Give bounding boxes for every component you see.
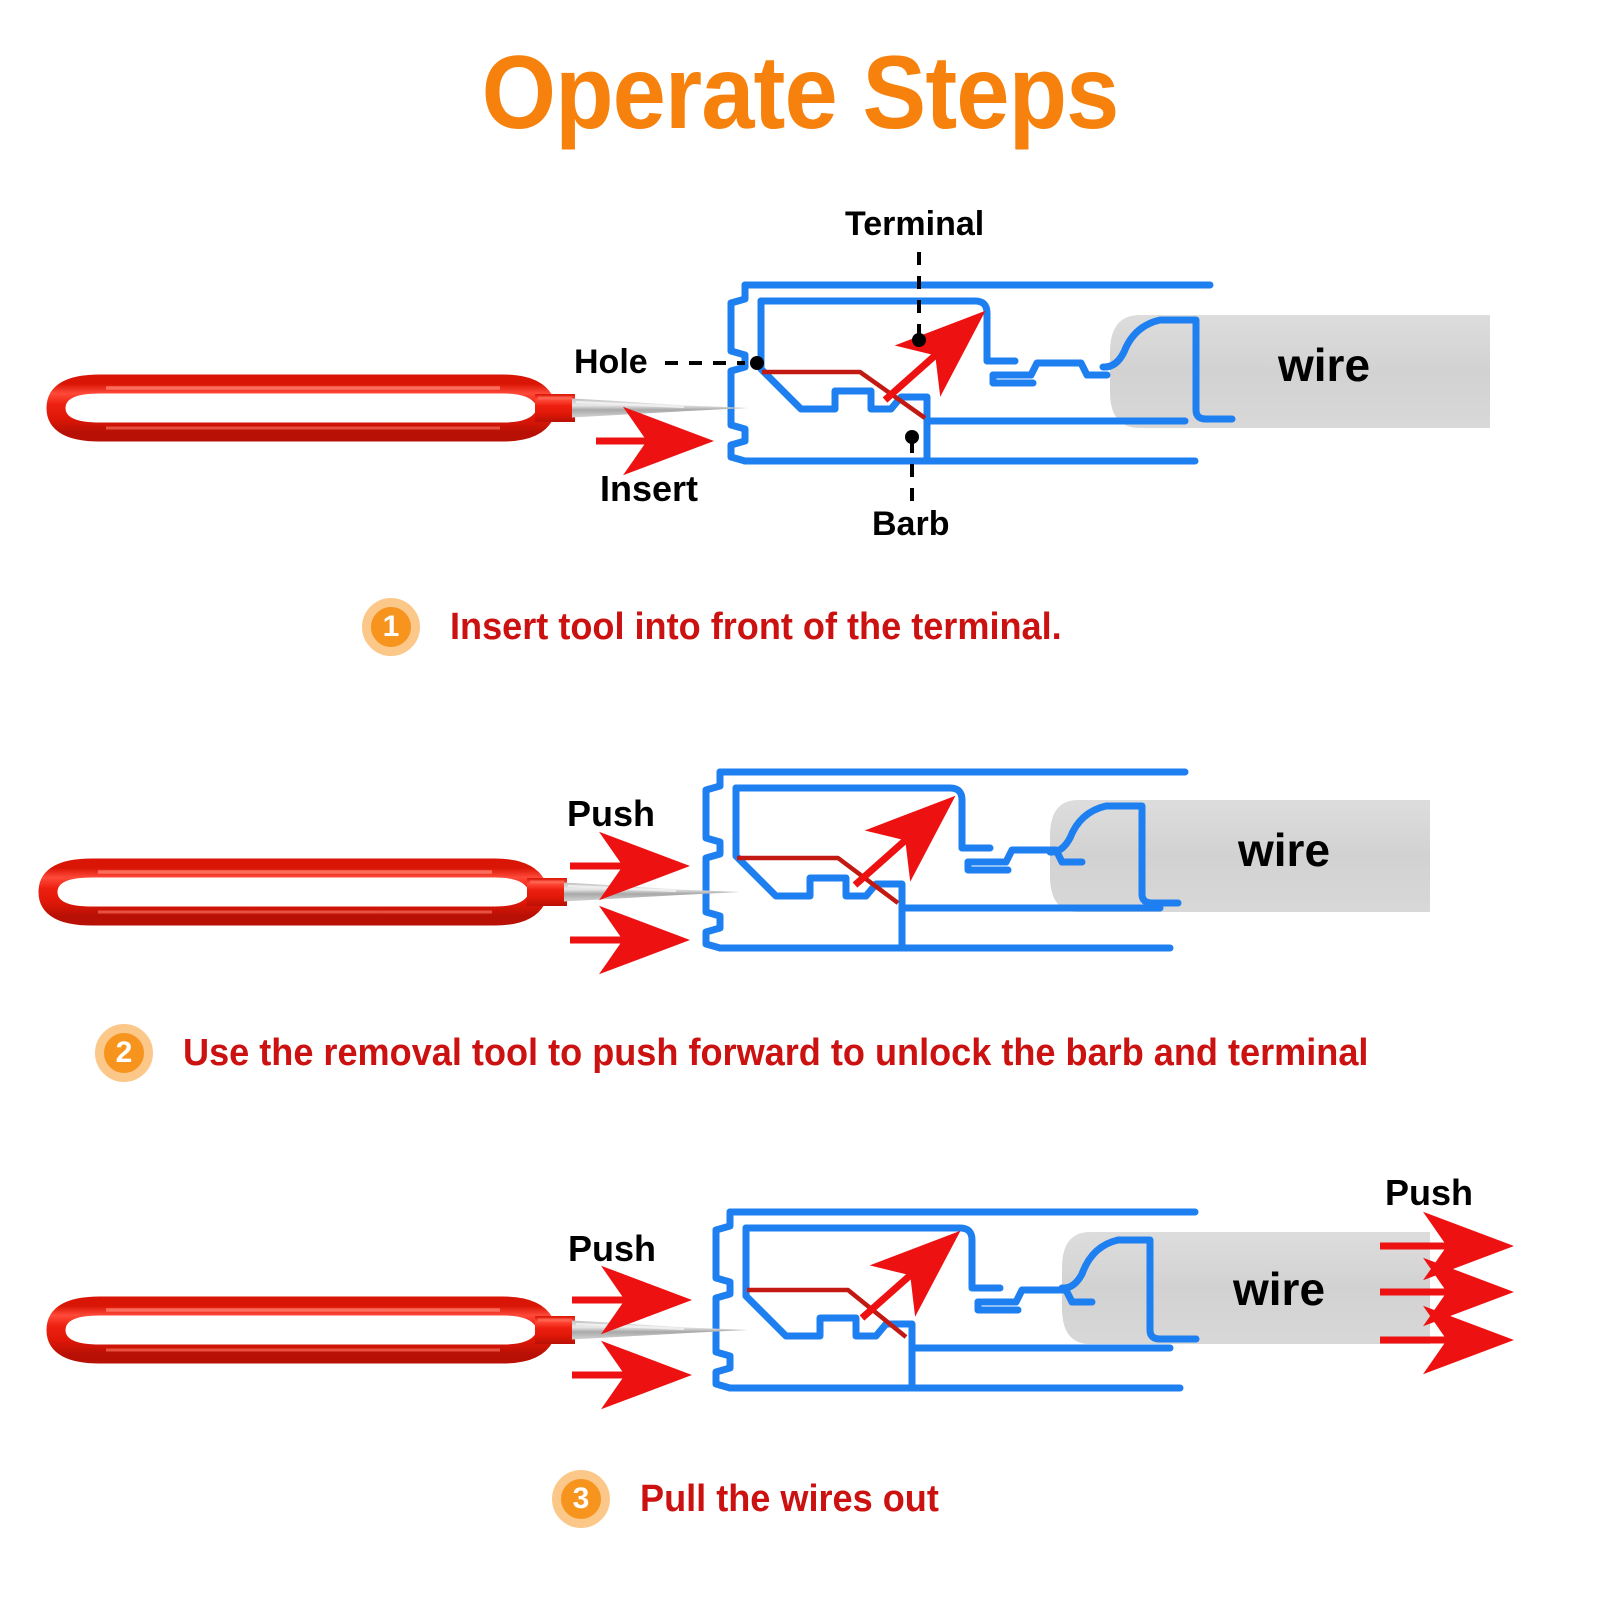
step-badge-1: 1 — [362, 598, 420, 656]
latch-line-3 — [747, 1287, 908, 1339]
hole-leader-dot — [750, 356, 764, 370]
wire-label-3: wire — [1233, 1263, 1326, 1315]
unlock-arrow-3 — [859, 1230, 961, 1321]
step-1-illustration — [56, 252, 1490, 505]
step-badge-2: 2 — [95, 1024, 153, 1082]
hole-label: Hole — [574, 343, 648, 381]
insert-label: Insert — [600, 468, 699, 509]
wire-label-1: wire — [1278, 339, 1371, 391]
crimp-grip-2 — [1046, 802, 1182, 907]
push-label-3-right: Push — [1385, 1172, 1474, 1213]
unlock-arrow-1 — [882, 310, 986, 403]
crimp-grip-3 — [1058, 1236, 1200, 1343]
terminal-label: Terminal — [845, 205, 985, 243]
step-1-caption-row: 1 Insert tool into front of the terminal… — [362, 598, 1094, 656]
barb-label: Barb — [872, 505, 950, 543]
step-2-caption: Use the removal tool to push forward to … — [183, 1031, 1369, 1074]
wire-label-2: wire — [1238, 824, 1331, 876]
barb-leader-dot — [905, 430, 919, 444]
unlock-arrow-2 — [852, 795, 956, 888]
push-label-3-left: Push — [568, 1228, 657, 1269]
latch-line-1 — [762, 369, 927, 420]
step-badge-3: 3 — [552, 1470, 610, 1528]
crimp-grip-1 — [1099, 316, 1236, 423]
step-3-caption-row: 3 Pull the wires out — [552, 1470, 955, 1528]
push-label-2: Push — [567, 793, 656, 834]
terminal-leader-dot — [912, 333, 926, 347]
step-1-caption: Insert tool into front of the terminal. — [450, 605, 1062, 648]
step-2-caption-row: 2 Use the removal tool to push forward t… — [95, 1024, 1431, 1082]
step-3-caption: Pull the wires out — [640, 1477, 939, 1520]
page-title: Operate Steps — [481, 35, 1120, 151]
latch-line-2 — [737, 855, 900, 905]
step-2-illustration — [48, 772, 1430, 975]
